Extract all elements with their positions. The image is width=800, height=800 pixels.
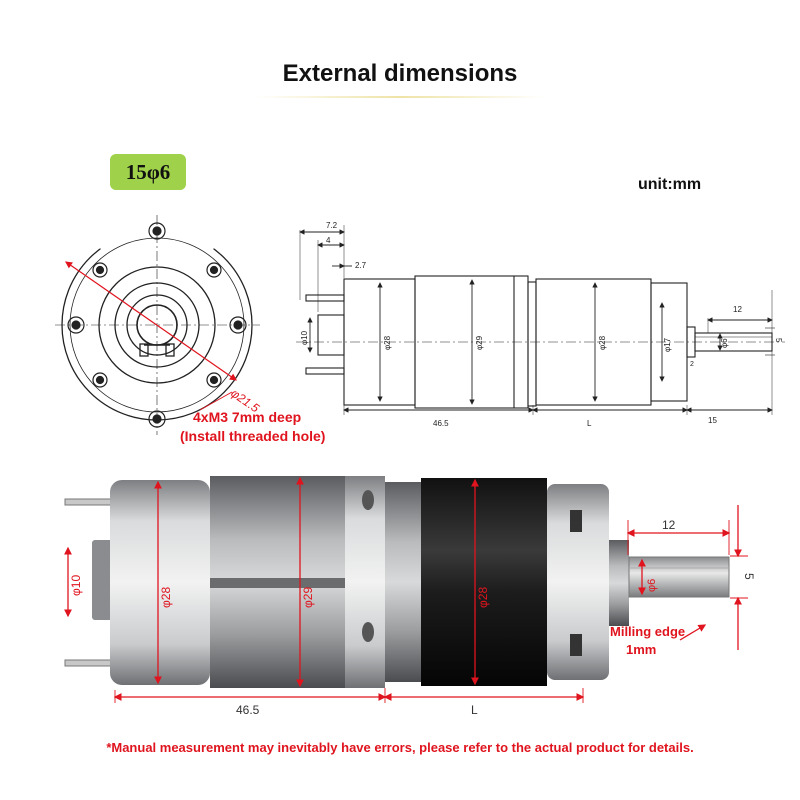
photo-dia-gearbox: φ28 — [476, 587, 490, 608]
flat-depth: 2 — [690, 361, 694, 368]
photo-end-cap — [547, 484, 609, 680]
photo-gear-ring — [345, 476, 385, 688]
len-motor: 46.5 — [433, 419, 449, 428]
photo-terminal-top — [64, 498, 116, 506]
photo-collar — [385, 482, 421, 682]
photo-vent-bottom — [570, 634, 582, 656]
motor-photo — [64, 476, 730, 688]
dim-top-1: 7.2 — [326, 221, 338, 230]
hole-note-leader — [199, 391, 233, 411]
photo-len-motor: 46.5 — [236, 703, 260, 717]
photo-bolt-top — [362, 490, 374, 510]
dia-flange: φ17 — [663, 337, 672, 352]
side-dimension-lines — [299, 225, 775, 415]
pcd-dimension-line — [65, 261, 237, 381]
dia-gearbox: φ28 — [598, 335, 607, 350]
photo-flat: 5 — [742, 573, 756, 580]
photo-output-collar — [609, 540, 629, 626]
photo-gear-split — [210, 578, 360, 588]
dia-gear: φ29 — [475, 335, 484, 350]
motor-boss — [317, 314, 345, 356]
len-shaft: 15 — [708, 416, 717, 425]
photo-dimension-labels-dark: 12 5 46.5 L — [236, 518, 756, 717]
dia-shaft: φ6 — [720, 338, 729, 348]
page-title: External dimensions — [282, 60, 518, 87]
photo-shaft-length: 12 — [662, 518, 676, 532]
dim-top-3: 2.7 — [355, 261, 367, 270]
dim-top-2: 4 — [326, 236, 331, 245]
gear-collar — [527, 281, 537, 407]
photo-motor-boss — [92, 540, 114, 620]
photo-dimension-lines — [64, 476, 748, 703]
terminal-top — [305, 294, 345, 302]
photo-bolt-bottom — [362, 622, 374, 642]
title-underline — [255, 96, 545, 98]
side-dimension-labels: 7.2 4 2.7 φ10 φ28 φ29 φ28 φ17 φ6 12 5 2 … — [300, 221, 783, 428]
dia-motor: φ28 — [383, 335, 392, 350]
dia-boss: φ10 — [300, 330, 309, 345]
photo-len-gearbox: L — [471, 703, 478, 717]
hole-note-line2: (Install threaded hole) — [180, 428, 326, 444]
photo-dimension-labels: φ10 φ28 φ29 φ28 φ6 — [69, 575, 658, 608]
photo-terminal-bottom — [64, 659, 116, 667]
flat-width: 5 — [774, 338, 783, 343]
unit-label: unit:mm — [638, 176, 702, 193]
photo-vent-top — [570, 510, 582, 532]
milling-note-line1: Milling edge — [610, 624, 686, 639]
photo-motor-can — [110, 480, 210, 685]
photo-dia-boss: φ10 — [69, 575, 83, 596]
photo-gearbox — [421, 478, 547, 686]
terminal-bottom — [305, 367, 345, 375]
hole-note-line1: 4xM3 7mm deep — [193, 409, 302, 425]
shaft-length: 12 — [733, 305, 742, 314]
disclaimer-footnote: *Manual measurement may inevitably have … — [106, 740, 694, 755]
photo-dia-shaft: φ6 — [646, 579, 658, 592]
photo-shaft — [628, 556, 730, 598]
photo-dia-gear: φ29 — [301, 587, 315, 608]
milling-note-line2: 1mm — [626, 642, 657, 657]
len-gearbox: L — [587, 419, 592, 428]
model-badge: 15φ6 — [110, 154, 186, 190]
photo-dia-motor: φ28 — [159, 587, 173, 608]
